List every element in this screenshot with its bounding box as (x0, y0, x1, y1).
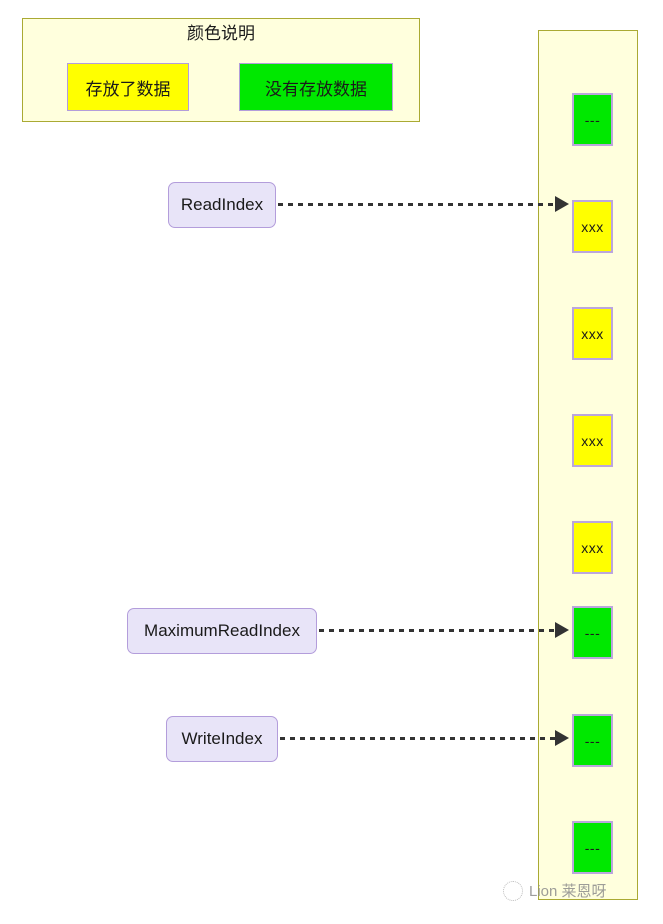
buffer-slot-1: xxx (572, 200, 613, 253)
buffer-slot-2: xxx (572, 307, 613, 360)
watermark-text: Lion 莱恩呀 (529, 883, 607, 900)
pointer-label-maximumreadindex: MaximumReadIndex (127, 608, 317, 654)
buffer-slot-7: --- (572, 821, 613, 874)
connector-line-writeindex (280, 737, 557, 740)
avatar-circle-icon (503, 880, 523, 901)
connector-line-readindex (278, 203, 557, 206)
ring-buffer-column: --- xxx xxx xxx xxx --- --- --- (538, 30, 638, 900)
arrow-head-icon-writeindex (555, 730, 569, 746)
buffer-slot-0: --- (572, 93, 613, 146)
color-legend-panel: 颜色说明 存放了数据 没有存放数据 (22, 18, 420, 122)
legend-swatch-empty: 没有存放数据 (239, 63, 393, 111)
buffer-slot-3: xxx (572, 414, 613, 467)
pointer-label-writeindex: WriteIndex (166, 716, 278, 762)
pointer-label-readindex: ReadIndex (168, 182, 276, 228)
arrow-head-icon-maximumreadindex (555, 622, 569, 638)
buffer-slot-4: xxx (572, 521, 613, 574)
legend-swatch-stored: 存放了数据 (67, 63, 189, 111)
arrow-head-icon-readindex (555, 196, 569, 212)
legend-title: 颜色说明 (187, 24, 255, 43)
watermark: Lion 莱恩呀 (503, 880, 607, 901)
buffer-slot-5: --- (572, 606, 613, 659)
connector-line-maximumreadindex (319, 629, 557, 632)
buffer-slot-6: --- (572, 714, 613, 767)
